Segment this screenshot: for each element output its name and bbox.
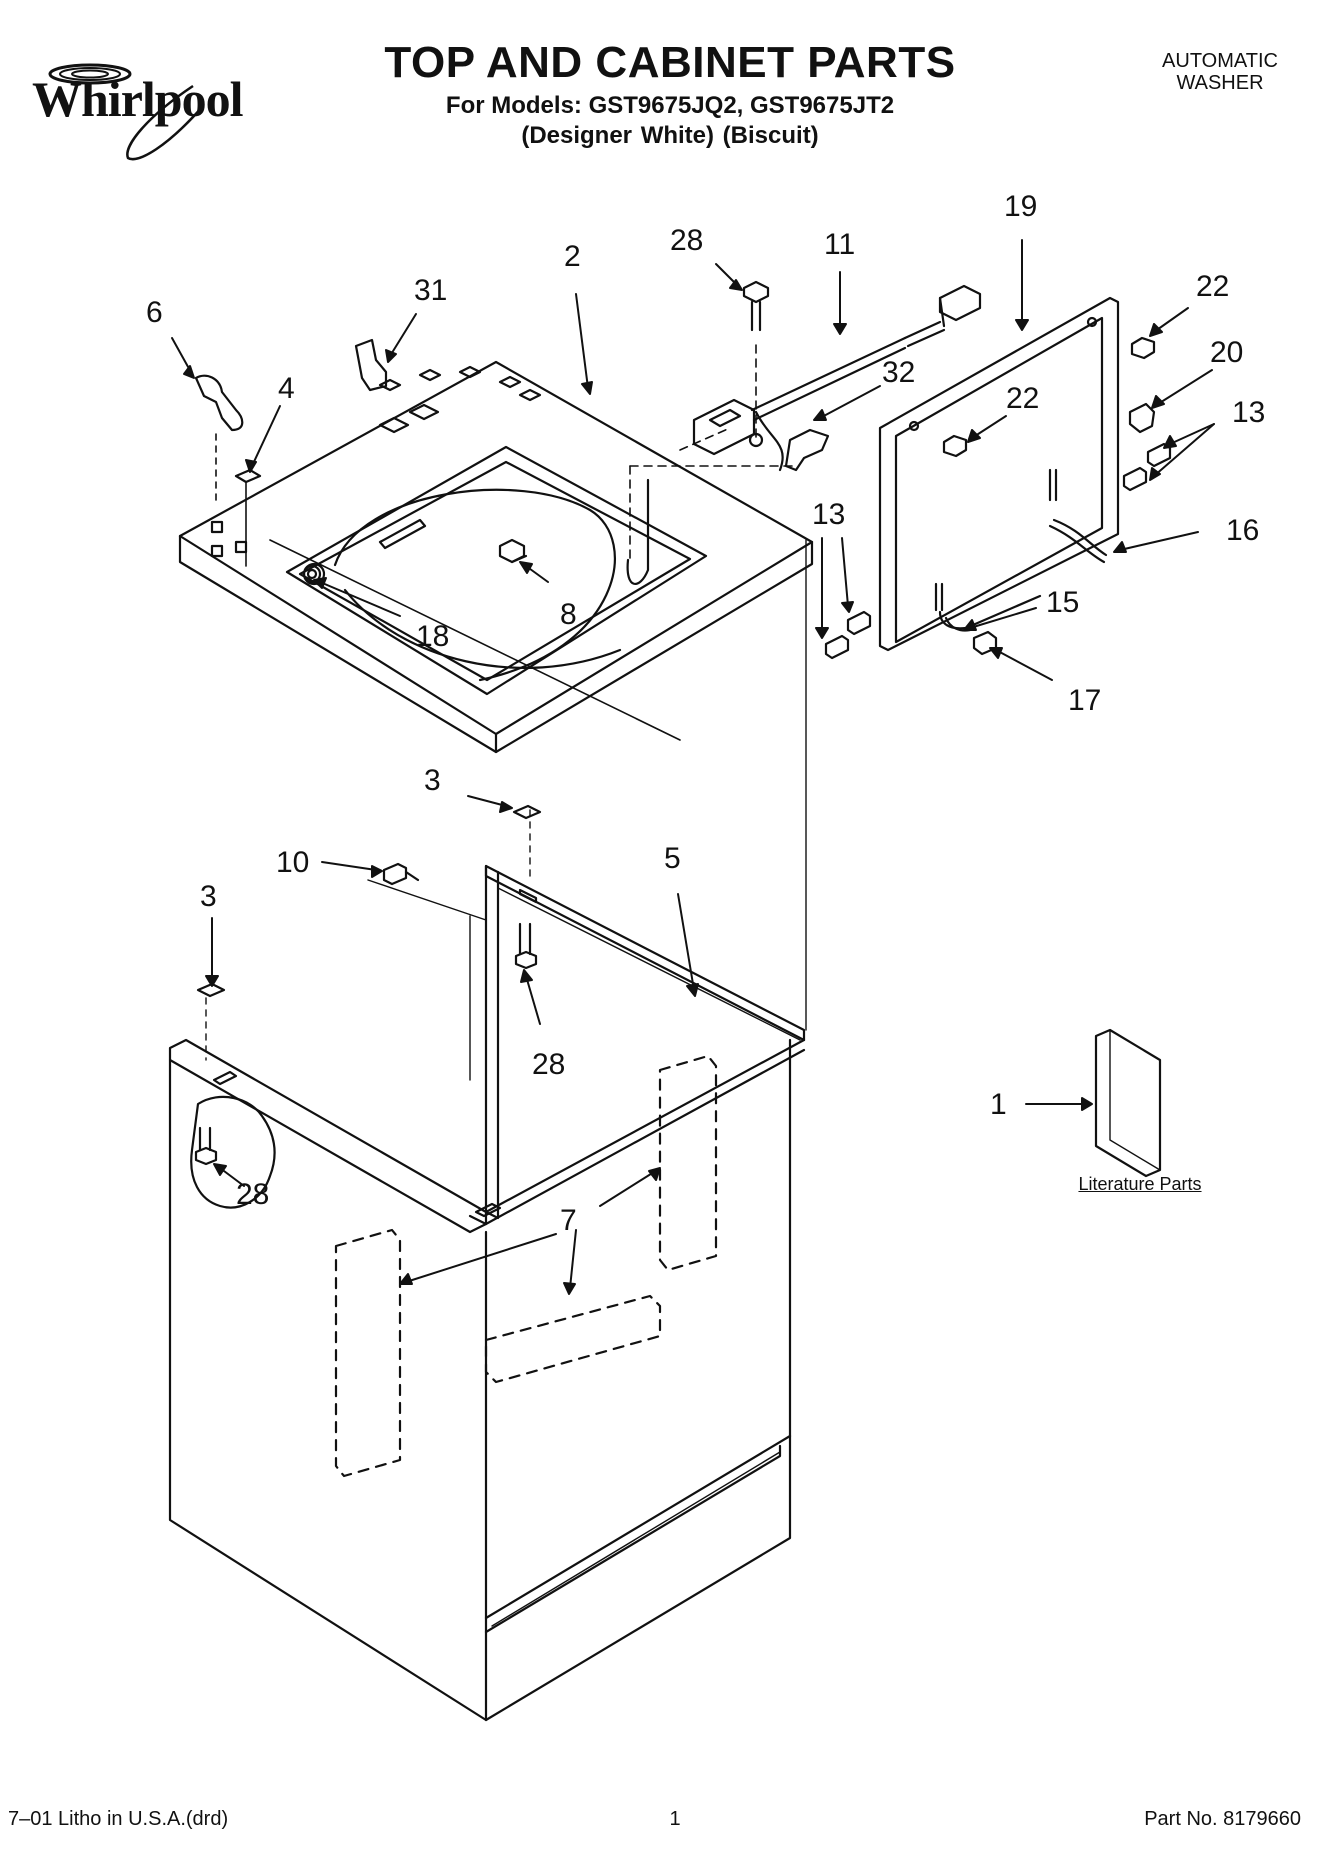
part-18-bumper — [302, 562, 326, 586]
part-28-screw-frame — [514, 922, 538, 970]
part-22-knob-a — [1130, 336, 1156, 360]
brand-name: Whirlpool — [32, 71, 243, 127]
part-28-screw-cabinet — [194, 1126, 218, 1166]
callout-28-top: 28 — [670, 224, 703, 257]
whirlpool-logo: Whirlpool — [28, 46, 268, 166]
part-10-screw — [382, 862, 420, 886]
arrow-16 — [1113, 531, 1199, 553]
arrow-3a — [467, 795, 513, 813]
callout-2: 2 — [564, 240, 581, 273]
arrow-5 — [677, 893, 699, 997]
footer-page-number: 1 — [669, 1808, 681, 1830]
callout-28-cabinet: 28 — [236, 1178, 269, 1211]
part-22-knob-b — [942, 434, 968, 458]
model-variants: (Designer White) (Biscuit) — [521, 122, 819, 149]
callout-17: 17 — [1068, 684, 1101, 717]
part-8-screw — [498, 538, 528, 564]
callout-16: 16 — [1226, 514, 1259, 547]
arrow-19 — [1015, 239, 1029, 331]
arrow-4 — [245, 405, 281, 473]
arrow-7 — [399, 1167, 661, 1295]
arrow-28-frame — [520, 969, 541, 1025]
arrow-18 — [313, 577, 401, 617]
appliance-type-line1: AUTOMATIC — [1162, 50, 1278, 72]
callout-19: 19 — [1004, 190, 1037, 223]
callout-numbers: 6 4 31 2 28 11 19 22 20 32 22 13 16 13 1… — [146, 190, 1265, 1237]
callout-7: 7 — [560, 1204, 577, 1237]
callout-22b: 22 — [1006, 382, 1039, 415]
literature-parts-label: Literature Parts — [1078, 1174, 1202, 1194]
page-title: TOP AND CABINET PARTS — [384, 38, 956, 87]
callout-5: 5 — [664, 842, 681, 875]
logo-swoosh-icon — [48, 63, 204, 161]
part-13-screws-right — [1122, 442, 1172, 492]
appliance-type: AUTOMATIC WASHER — [1120, 50, 1320, 94]
literature-parts — [1094, 1028, 1162, 1178]
arrow-8 — [519, 561, 549, 583]
callout-3b: 3 — [200, 880, 217, 913]
callout-13b: 13 — [812, 498, 845, 531]
leader-lines — [171, 239, 1215, 1295]
lid-switch-assembly — [629, 284, 982, 561]
arrow-13a — [1149, 423, 1215, 481]
callout-8: 8 — [560, 598, 577, 631]
callout-15: 15 — [1046, 586, 1079, 619]
callout-11: 11 — [824, 228, 855, 261]
arrow-22a — [1149, 307, 1189, 337]
callout-13a: 13 — [1232, 396, 1265, 429]
appliance-type-line2: WASHER — [1176, 72, 1264, 94]
arrow-6 — [171, 337, 195, 379]
arrow-28-cabinet — [213, 1163, 245, 1187]
part-4-retainer — [234, 468, 262, 567]
cabinet-frame — [468, 864, 806, 1226]
top-panel — [178, 360, 814, 754]
part-3-clip-a — [512, 804, 542, 820]
part-32-actuator — [784, 428, 830, 472]
part-13-screws-left — [824, 610, 872, 660]
arrow-1 — [1025, 1097, 1093, 1111]
console-frame — [878, 296, 1120, 652]
part-20-hinge — [1128, 402, 1156, 434]
callout-1: 1 — [990, 1088, 1007, 1121]
arrow-11 — [833, 271, 847, 335]
part-28-screw-top — [742, 280, 770, 332]
callout-32: 32 — [882, 356, 915, 389]
arrow-32 — [813, 385, 881, 421]
arrow-22b — [967, 415, 1007, 443]
callout-20: 20 — [1210, 336, 1243, 369]
model-numbers: For Models: GST9675JQ2, GST9675JT2 — [445, 92, 895, 119]
callout-18: 18 — [416, 620, 449, 653]
callout-4: 4 — [278, 372, 295, 405]
callout-31: 31 — [414, 274, 447, 307]
part-3-clip-b — [196, 982, 226, 998]
arrow-20 — [1151, 369, 1213, 409]
arrow-31 — [385, 313, 417, 363]
part-6-clip — [194, 374, 244, 501]
footer-print-info: 7–01 Litho in U.S.A.(drd) — [8, 1808, 229, 1830]
arrow-17 — [989, 647, 1053, 681]
arrow-3b — [205, 917, 219, 987]
callout-10: 10 — [276, 846, 309, 879]
arrow-10 — [321, 861, 383, 878]
cabinet — [168, 539, 807, 1722]
arrow-15 — [963, 607, 1037, 631]
arrow-13b — [815, 537, 854, 639]
part-31-clip — [354, 338, 388, 392]
callout-3a: 3 — [424, 764, 441, 797]
callout-22a: 22 — [1196, 270, 1229, 303]
callout-6: 6 — [146, 296, 163, 329]
arrow-2 — [575, 293, 593, 395]
footer-part-number: Part No. 8179660 — [1144, 1808, 1301, 1830]
arrow-28-top — [715, 263, 743, 291]
callout-28-frame: 28 — [532, 1048, 565, 1081]
